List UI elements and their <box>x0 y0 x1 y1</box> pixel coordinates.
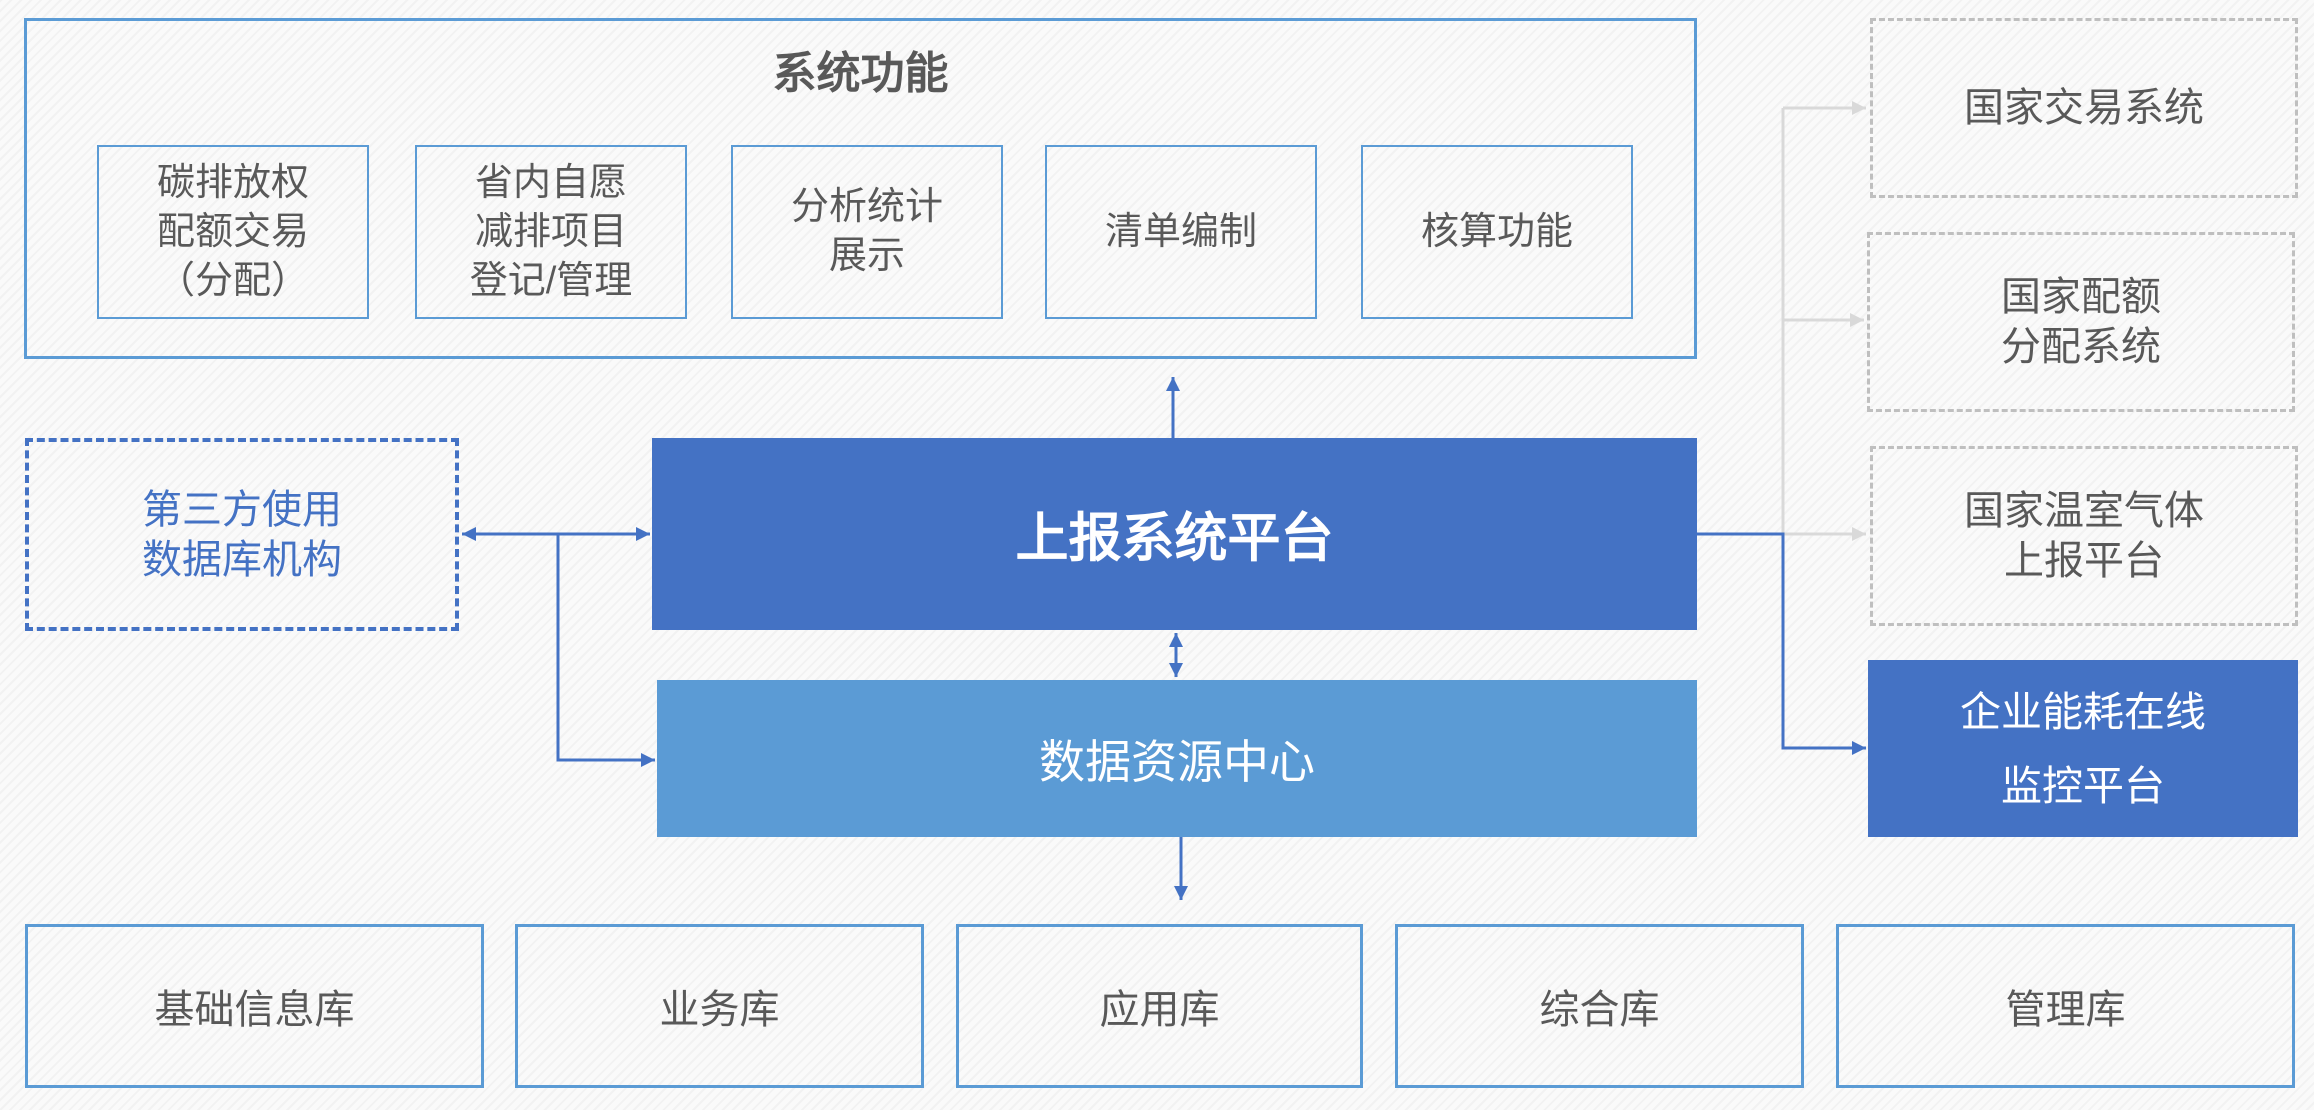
arrow-platform-to-enterprise <box>1697 532 1866 755</box>
enterprise-label-line: 企业能耗在线 <box>1960 688 2206 735</box>
function-box-inventory: 清单编制 <box>1045 145 1317 319</box>
function-label-line: 核算功能 <box>1420 210 1573 253</box>
system-functions-group: 系统功能 碳排放权 配额交易 （分配） 省内自愿 减排项目 登记/管理 分析统计… <box>24 18 1697 359</box>
enterprise-label-line: 监控平台 <box>2001 762 2165 809</box>
national-label-line: 国家配额 <box>2001 275 2161 319</box>
function-box-accounting: 核算功能 <box>1361 145 1633 319</box>
third-party-label-line: 数据库机构 <box>142 537 342 582</box>
db-label: 应用库 <box>1099 988 1220 1032</box>
national-label-line: 上报平台 <box>2004 539 2164 583</box>
db-label: 基础信息库 <box>154 988 355 1032</box>
national-label-line: 国家温室气体 <box>1964 489 2204 533</box>
db-label: 管理库 <box>2005 988 2126 1032</box>
function-label-line: 减排项目 <box>474 210 627 253</box>
function-label-line: 碳排放权 <box>156 161 309 204</box>
third-party-label-line: 第三方使用 <box>142 487 342 532</box>
third-party-box: 第三方使用 数据库机构 <box>25 438 459 631</box>
db-box-application: 应用库 <box>956 924 1363 1088</box>
function-box-carbon-quota-trading: 碳排放权 配额交易 （分配） <box>97 145 369 319</box>
db-label: 业务库 <box>659 988 780 1032</box>
function-label-line: （分配） <box>156 259 309 302</box>
db-box-business: 业务库 <box>515 924 924 1088</box>
function-label-line: 展示 <box>828 235 905 277</box>
main-platform-box: 上报系统平台 <box>652 438 1697 630</box>
db-box-basic-info: 基础信息库 <box>25 924 484 1088</box>
arrow-third-party-to-datacenter <box>556 534 655 767</box>
national-trading-system-box: 国家交易系统 <box>1870 18 2298 198</box>
system-functions-title: 系统功能 <box>772 49 949 98</box>
function-box-analysis-display: 分析统计 展示 <box>731 145 1003 319</box>
national-ghg-reporting-box: 国家温室气体 上报平台 <box>1870 446 2298 626</box>
main-platform-label: 上报系统平台 <box>1015 509 1334 568</box>
function-label-line: 配额交易 <box>156 210 309 253</box>
function-label-line: 清单编制 <box>1104 210 1257 253</box>
national-label-line: 分配系统 <box>2001 325 2161 369</box>
function-label-line: 省内自愿 <box>474 161 627 204</box>
enterprise-energy-monitoring-box: 企业能耗在线 监控平台 <box>1868 660 2298 837</box>
national-label-line: 国家交易系统 <box>1964 86 2204 130</box>
national-quota-allocation-box: 国家配额 分配系统 <box>1867 232 2295 412</box>
data-center-box: 数据资源中心 <box>657 680 1697 837</box>
data-center-label: 数据资源中心 <box>1039 735 1315 788</box>
function-label-line: 分析统计 <box>790 186 943 228</box>
db-box-comprehensive: 综合库 <box>1395 924 1804 1088</box>
function-label-line: 登记/管理 <box>469 259 633 302</box>
db-label: 综合库 <box>1539 988 1660 1032</box>
db-box-management: 管理库 <box>1836 924 2295 1088</box>
function-box-voluntary-reduction: 省内自愿 减排项目 登记/管理 <box>415 145 687 319</box>
